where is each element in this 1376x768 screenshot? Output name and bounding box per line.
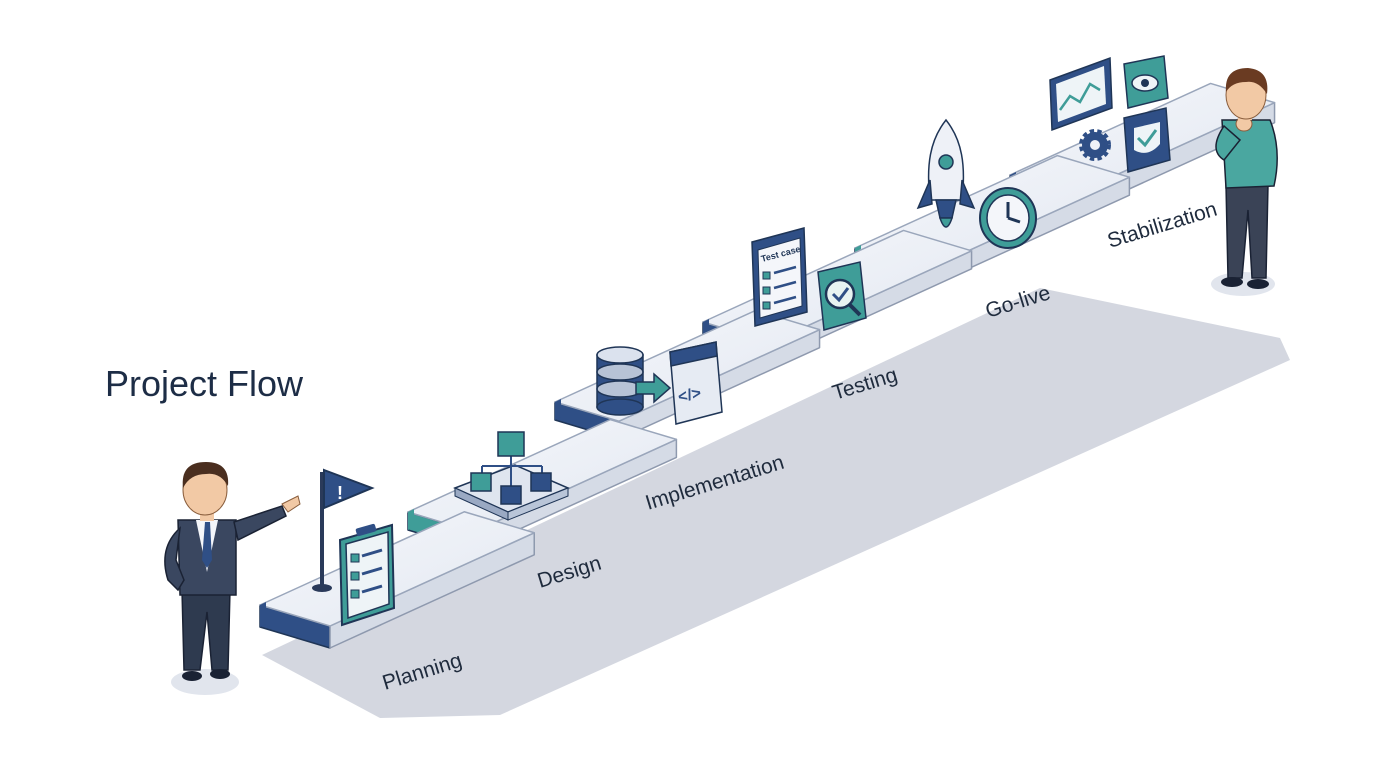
clock-icon (979, 187, 1037, 249)
platform-top (259, 511, 535, 627)
code-window-icon: </> (669, 341, 723, 425)
database-icon (596, 346, 644, 416)
observer-person (1211, 68, 1278, 296)
checklist-clipboard-icon (338, 523, 396, 627)
svg-text:!: ! (337, 483, 343, 503)
eye-icon (1123, 55, 1169, 109)
diagram-title: Project Flow (105, 363, 304, 404)
platform-planning (259, 511, 535, 649)
arrow-right-icon (635, 372, 672, 404)
magnifier-check-icon (817, 261, 867, 331)
rocket-icon (916, 118, 976, 228)
platform-accent (555, 399, 561, 420)
module-diagram-icon (453, 431, 570, 521)
shield-check-icon (1123, 107, 1171, 173)
presenter-person (164, 462, 301, 695)
gear-icon (1079, 129, 1111, 161)
platform-accent (260, 602, 266, 627)
step-label-stabilization: Stabilization (1105, 198, 1220, 253)
flag-icon: ! (312, 468, 375, 592)
ground-shadow (262, 288, 1290, 718)
platform-accent (408, 509, 414, 530)
monitoring-chart-icon (1049, 56, 1113, 132)
test-case-document-icon: Test case (751, 227, 808, 327)
svg-text:</>: </> (677, 385, 703, 406)
